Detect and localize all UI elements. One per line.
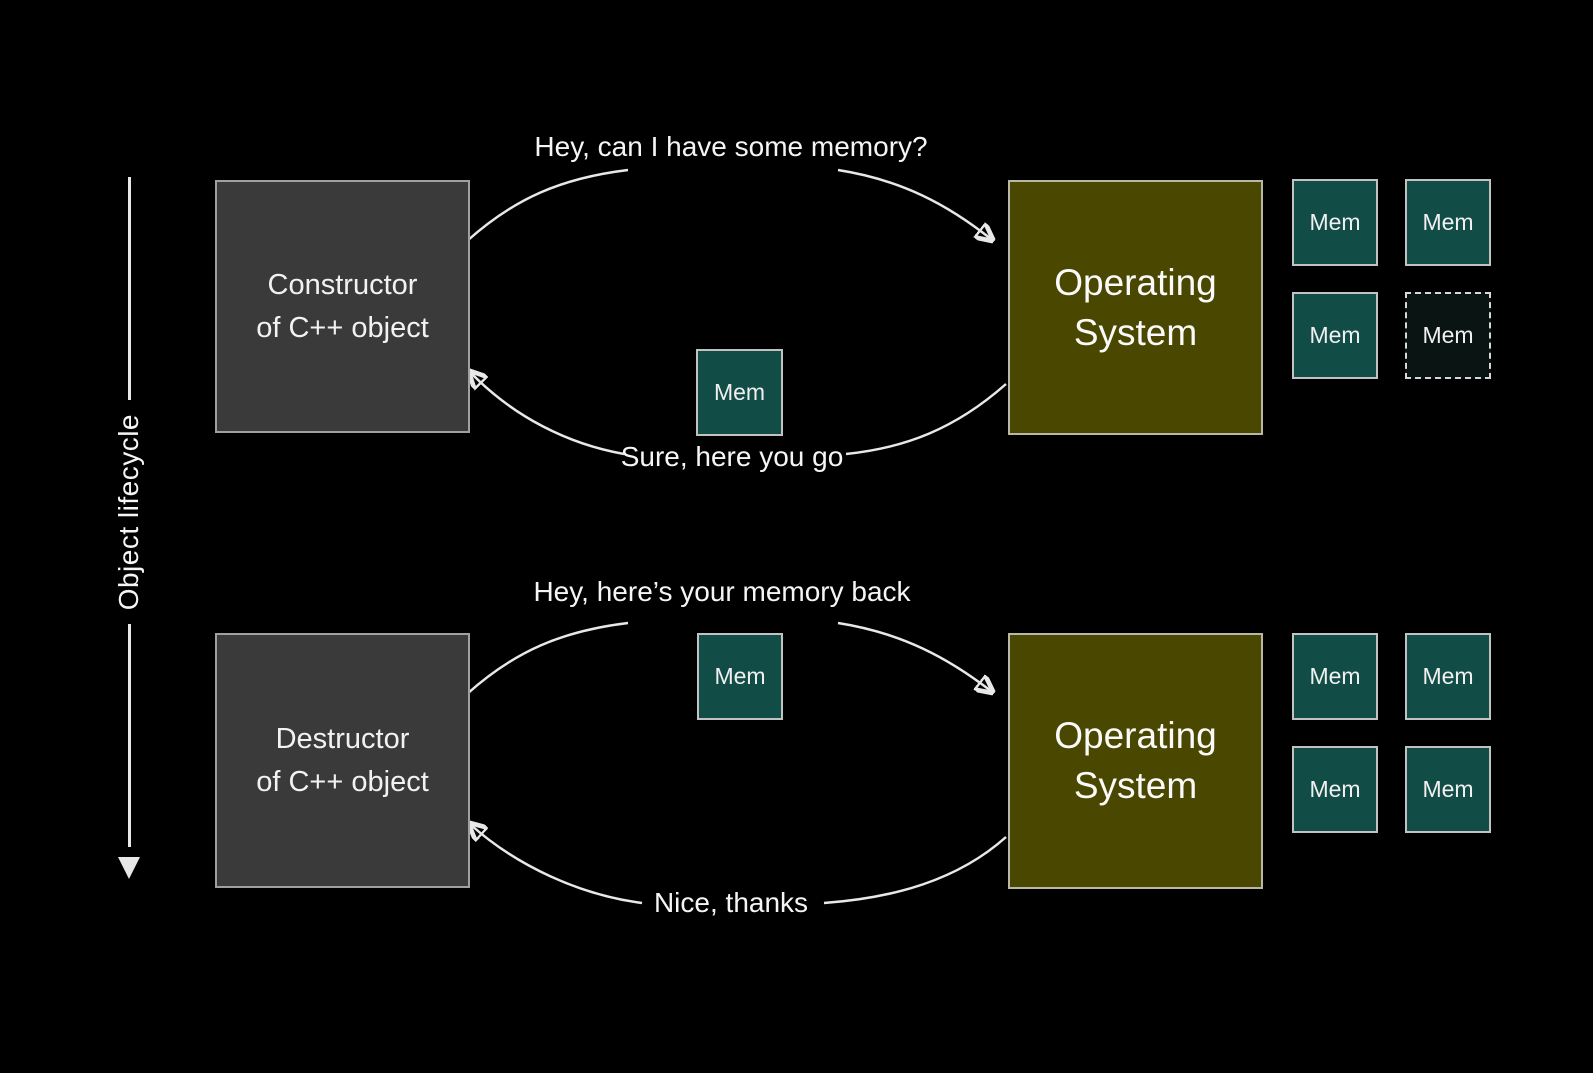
mem-block-label: Mem <box>1422 776 1474 802</box>
mem-block: Mem <box>1405 179 1491 266</box>
alloc-response-arrow-right-segment <box>845 383 1007 456</box>
mem-block: Mem <box>1292 292 1378 379</box>
alloc-response-arrow-left-segment <box>471 373 625 456</box>
alloc-request-arrow-right-segment <box>837 168 991 239</box>
os-memory-grid-top: Mem Mem Mem Mem <box>1292 179 1491 379</box>
dealloc-response-arrow-left-segment <box>471 825 643 905</box>
destructor-label-line1: Destructor <box>275 723 410 756</box>
mem-block-label: Mem <box>1309 663 1361 689</box>
alloc-request-arrow-left-segment <box>466 168 629 242</box>
object-lifecycle-label: Object lifecycle <box>113 413 144 611</box>
mem-block: Mem <box>1405 746 1491 833</box>
os-label-line2: System <box>1073 765 1198 806</box>
mem-block: Mem <box>1292 633 1378 720</box>
mem-block-label: Mem <box>1422 209 1474 235</box>
mem-block-label: Mem <box>714 663 766 689</box>
dealloc-request-arrow-left-segment <box>466 621 629 695</box>
dealloc-transfer-mem-block: Mem <box>697 633 783 720</box>
lifecycle-line-bottom <box>127 624 131 848</box>
operating-system-box-top: Operating System <box>1008 180 1263 435</box>
mem-block: Mem <box>1405 633 1491 720</box>
constructor-label-line1: Constructor <box>267 269 418 302</box>
operating-system-box-bottom: Operating System <box>1008 633 1263 889</box>
mem-block-label: Mem <box>1422 322 1474 348</box>
down-arrowhead-icon <box>118 857 140 880</box>
mem-block-label: Mem <box>713 379 766 405</box>
dealloc-response-arrow-right-segment <box>823 836 1007 905</box>
dealloc-request-arrow-right-segment <box>837 621 991 691</box>
os-memory-grid-bottom: Mem Mem Mem Mem <box>1292 633 1491 833</box>
mem-block-label: Mem <box>1309 776 1361 802</box>
alloc-request-message: Hey, can I have some memory? <box>534 131 928 162</box>
os-label-line2: System <box>1073 311 1198 353</box>
mem-block-label: Mem <box>1422 663 1474 689</box>
os-label-line1: Operating <box>1054 261 1217 303</box>
mem-block: Mem <box>1292 746 1378 833</box>
object-lifecycle-axis: Object lifecycle <box>112 177 146 880</box>
mem-block-label: Mem <box>1309 209 1361 235</box>
mem-block-label: Mem <box>1309 322 1361 348</box>
os-label-line1: Operating <box>1054 715 1217 757</box>
dealloc-request-message: Hey, here’s your memory back <box>533 576 911 607</box>
destructor-label-line2: of C++ object <box>256 765 429 798</box>
alloc-response-message: Sure, here you go <box>620 441 844 472</box>
mem-block-loaned: Mem <box>1405 292 1491 379</box>
lifecycle-line-top <box>127 177 131 400</box>
destructor-box: Destructor of C++ object <box>215 633 470 888</box>
constructor-box: Constructor of C++ object <box>215 180 470 433</box>
mem-block: Mem <box>1292 179 1378 266</box>
alloc-transfer-mem-block: Mem <box>696 349 783 436</box>
dealloc-response-message: Nice, thanks <box>653 887 809 918</box>
constructor-label-line2: of C++ object <box>256 311 429 344</box>
